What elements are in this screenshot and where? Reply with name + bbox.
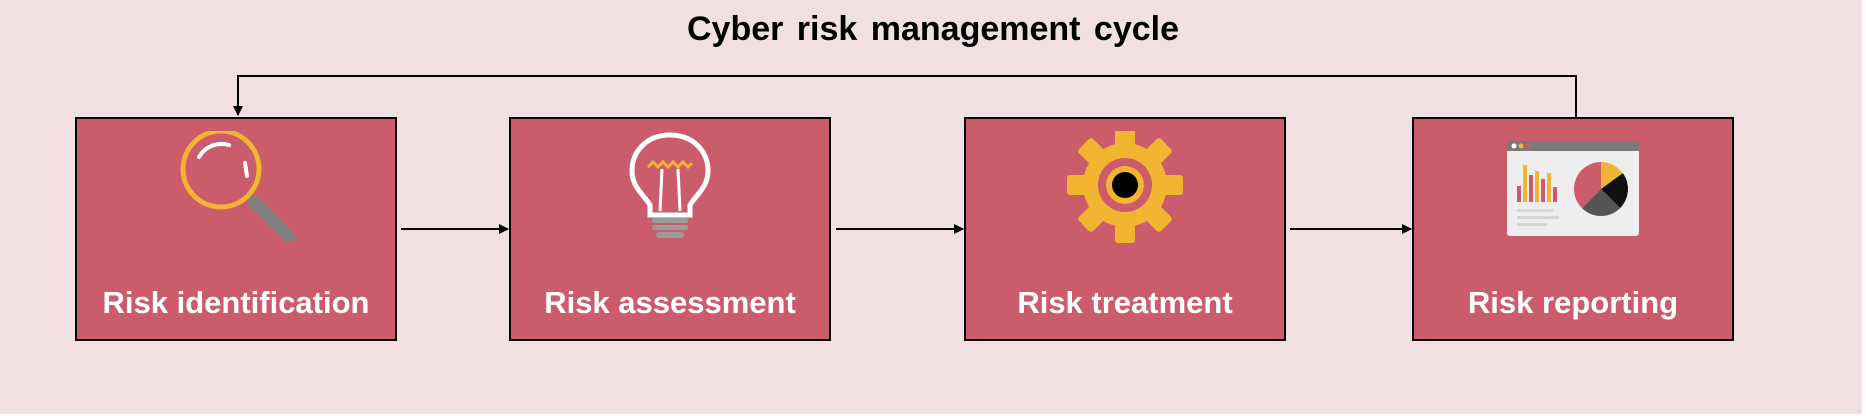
- step-label: Risk treatment: [1017, 285, 1233, 320]
- step-label: Risk reporting: [1467, 285, 1679, 320]
- step-box-risk-treatment: Risk treatment: [964, 117, 1286, 341]
- diagram-title: Cyber risk management cycle: [686, 10, 1180, 48]
- step-box-risk-assessment: Risk assessment: [509, 117, 831, 341]
- right-border-strip: [1862, 0, 1866, 416]
- lightbulb-icon: [511, 131, 829, 241]
- feedback-loop-arrow: [233, 75, 1577, 117]
- step-label: Risk identification: [102, 285, 370, 320]
- step-label: Risk assessment: [544, 285, 796, 320]
- bottom-border-strip: [0, 414, 1866, 416]
- magnifying-glass-icon: [77, 131, 395, 241]
- dashboard-report-icon: [1414, 131, 1732, 241]
- step-box-risk-identification: Risk identification: [75, 117, 397, 341]
- step-box-risk-reporting: Risk reporting: [1412, 117, 1734, 341]
- gear-icon: [966, 131, 1284, 243]
